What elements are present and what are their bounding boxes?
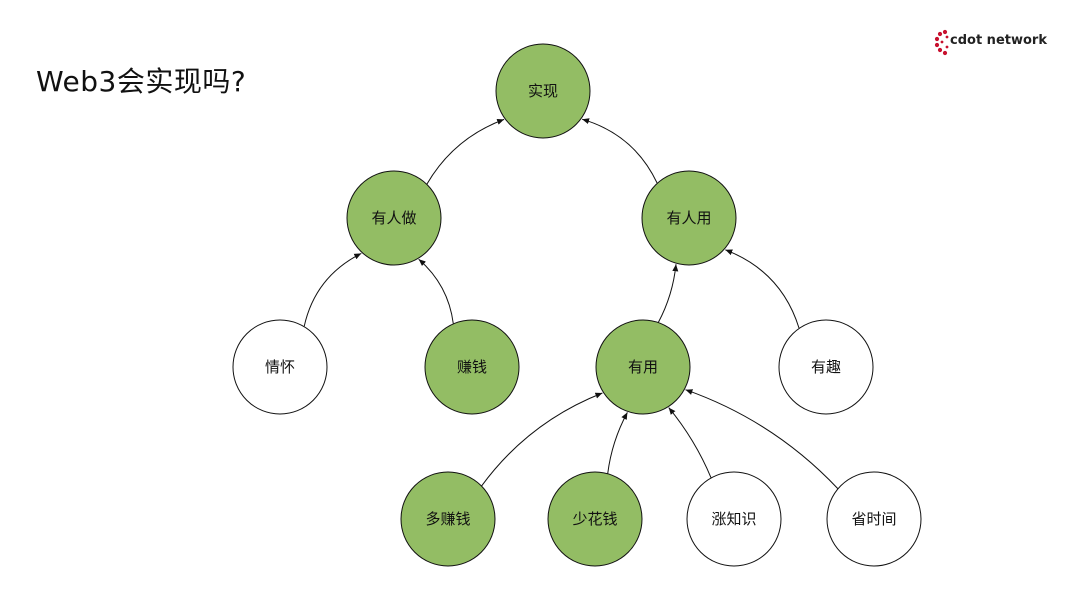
node-label-earn_more: 多赚钱: [425, 510, 470, 528]
brand-name: cdot network: [950, 33, 1047, 48]
logo-dot: [937, 47, 943, 53]
node-save_time: 省时间: [826, 471, 922, 567]
node-circle-spend_less: [547, 471, 643, 567]
logo-dot: [945, 35, 949, 39]
node-label-useful: 有用: [628, 358, 658, 376]
edge-useful-to-users: [657, 264, 679, 323]
node-label-spend_less: 少花钱: [572, 510, 617, 528]
edge-feelings-to-doers: [303, 252, 362, 327]
edge-fun-to-users: [725, 249, 800, 329]
node-circle-doers: [346, 170, 442, 266]
logo-dot: [942, 50, 948, 56]
logo-dot: [934, 42, 940, 48]
brand-logo: cdot network: [934, 28, 1054, 58]
node-label-knowledge: 涨知识: [711, 510, 756, 528]
logo-dot: [934, 36, 940, 42]
node-label-feelings: 情怀: [265, 358, 295, 376]
node-spend_less: 少花钱: [547, 471, 643, 567]
edge-earn-to-doers: [418, 258, 454, 324]
edge-save_time-to-useful: [685, 389, 839, 489]
node-circle-earn_more: [400, 471, 496, 567]
node-label-users: 有人用: [666, 209, 711, 227]
node-circle-earn: [424, 319, 520, 415]
page-title: Web3会实现吗?: [36, 65, 247, 98]
edges-layer: [303, 118, 839, 489]
logo-dot: [937, 31, 943, 37]
node-knowledge: 涨知识: [686, 471, 782, 567]
node-fun: 有趣: [778, 319, 874, 415]
cdot-logo-icon: [934, 29, 949, 56]
node-label-realize: 实现: [528, 82, 558, 100]
node-circle-save_time: [826, 471, 922, 567]
node-circle-realize: [495, 43, 591, 139]
logo-dot: [940, 40, 944, 44]
logo-dot: [945, 45, 949, 49]
node-earn_more: 多赚钱: [400, 471, 496, 567]
node-circle-useful: [595, 319, 691, 415]
node-label-fun: 有趣: [811, 358, 841, 376]
edge-users-to-realize: [581, 118, 658, 184]
node-label-save_time: 省时间: [851, 510, 896, 528]
node-circle-feelings: [232, 319, 328, 415]
node-earn: 赚钱: [424, 319, 520, 415]
node-circle-knowledge: [686, 471, 782, 567]
edge-spend_less-to-useful: [607, 412, 628, 474]
node-circle-fun: [778, 319, 874, 415]
edge-doers-to-realize: [426, 118, 505, 185]
edge-earn_more-to-useful: [481, 392, 603, 487]
node-circle-users: [641, 170, 737, 266]
node-feelings: 情怀: [232, 319, 328, 415]
node-useful: 有用: [595, 319, 691, 415]
node-realize: 实现: [495, 43, 591, 139]
node-users: 有人用: [641, 170, 737, 266]
logo-dot: [942, 29, 948, 35]
node-label-doers: 有人做: [371, 209, 416, 227]
node-doers: 有人做: [346, 170, 442, 266]
node-label-earn: 赚钱: [457, 358, 487, 376]
edge-knowledge-to-useful: [668, 407, 712, 479]
